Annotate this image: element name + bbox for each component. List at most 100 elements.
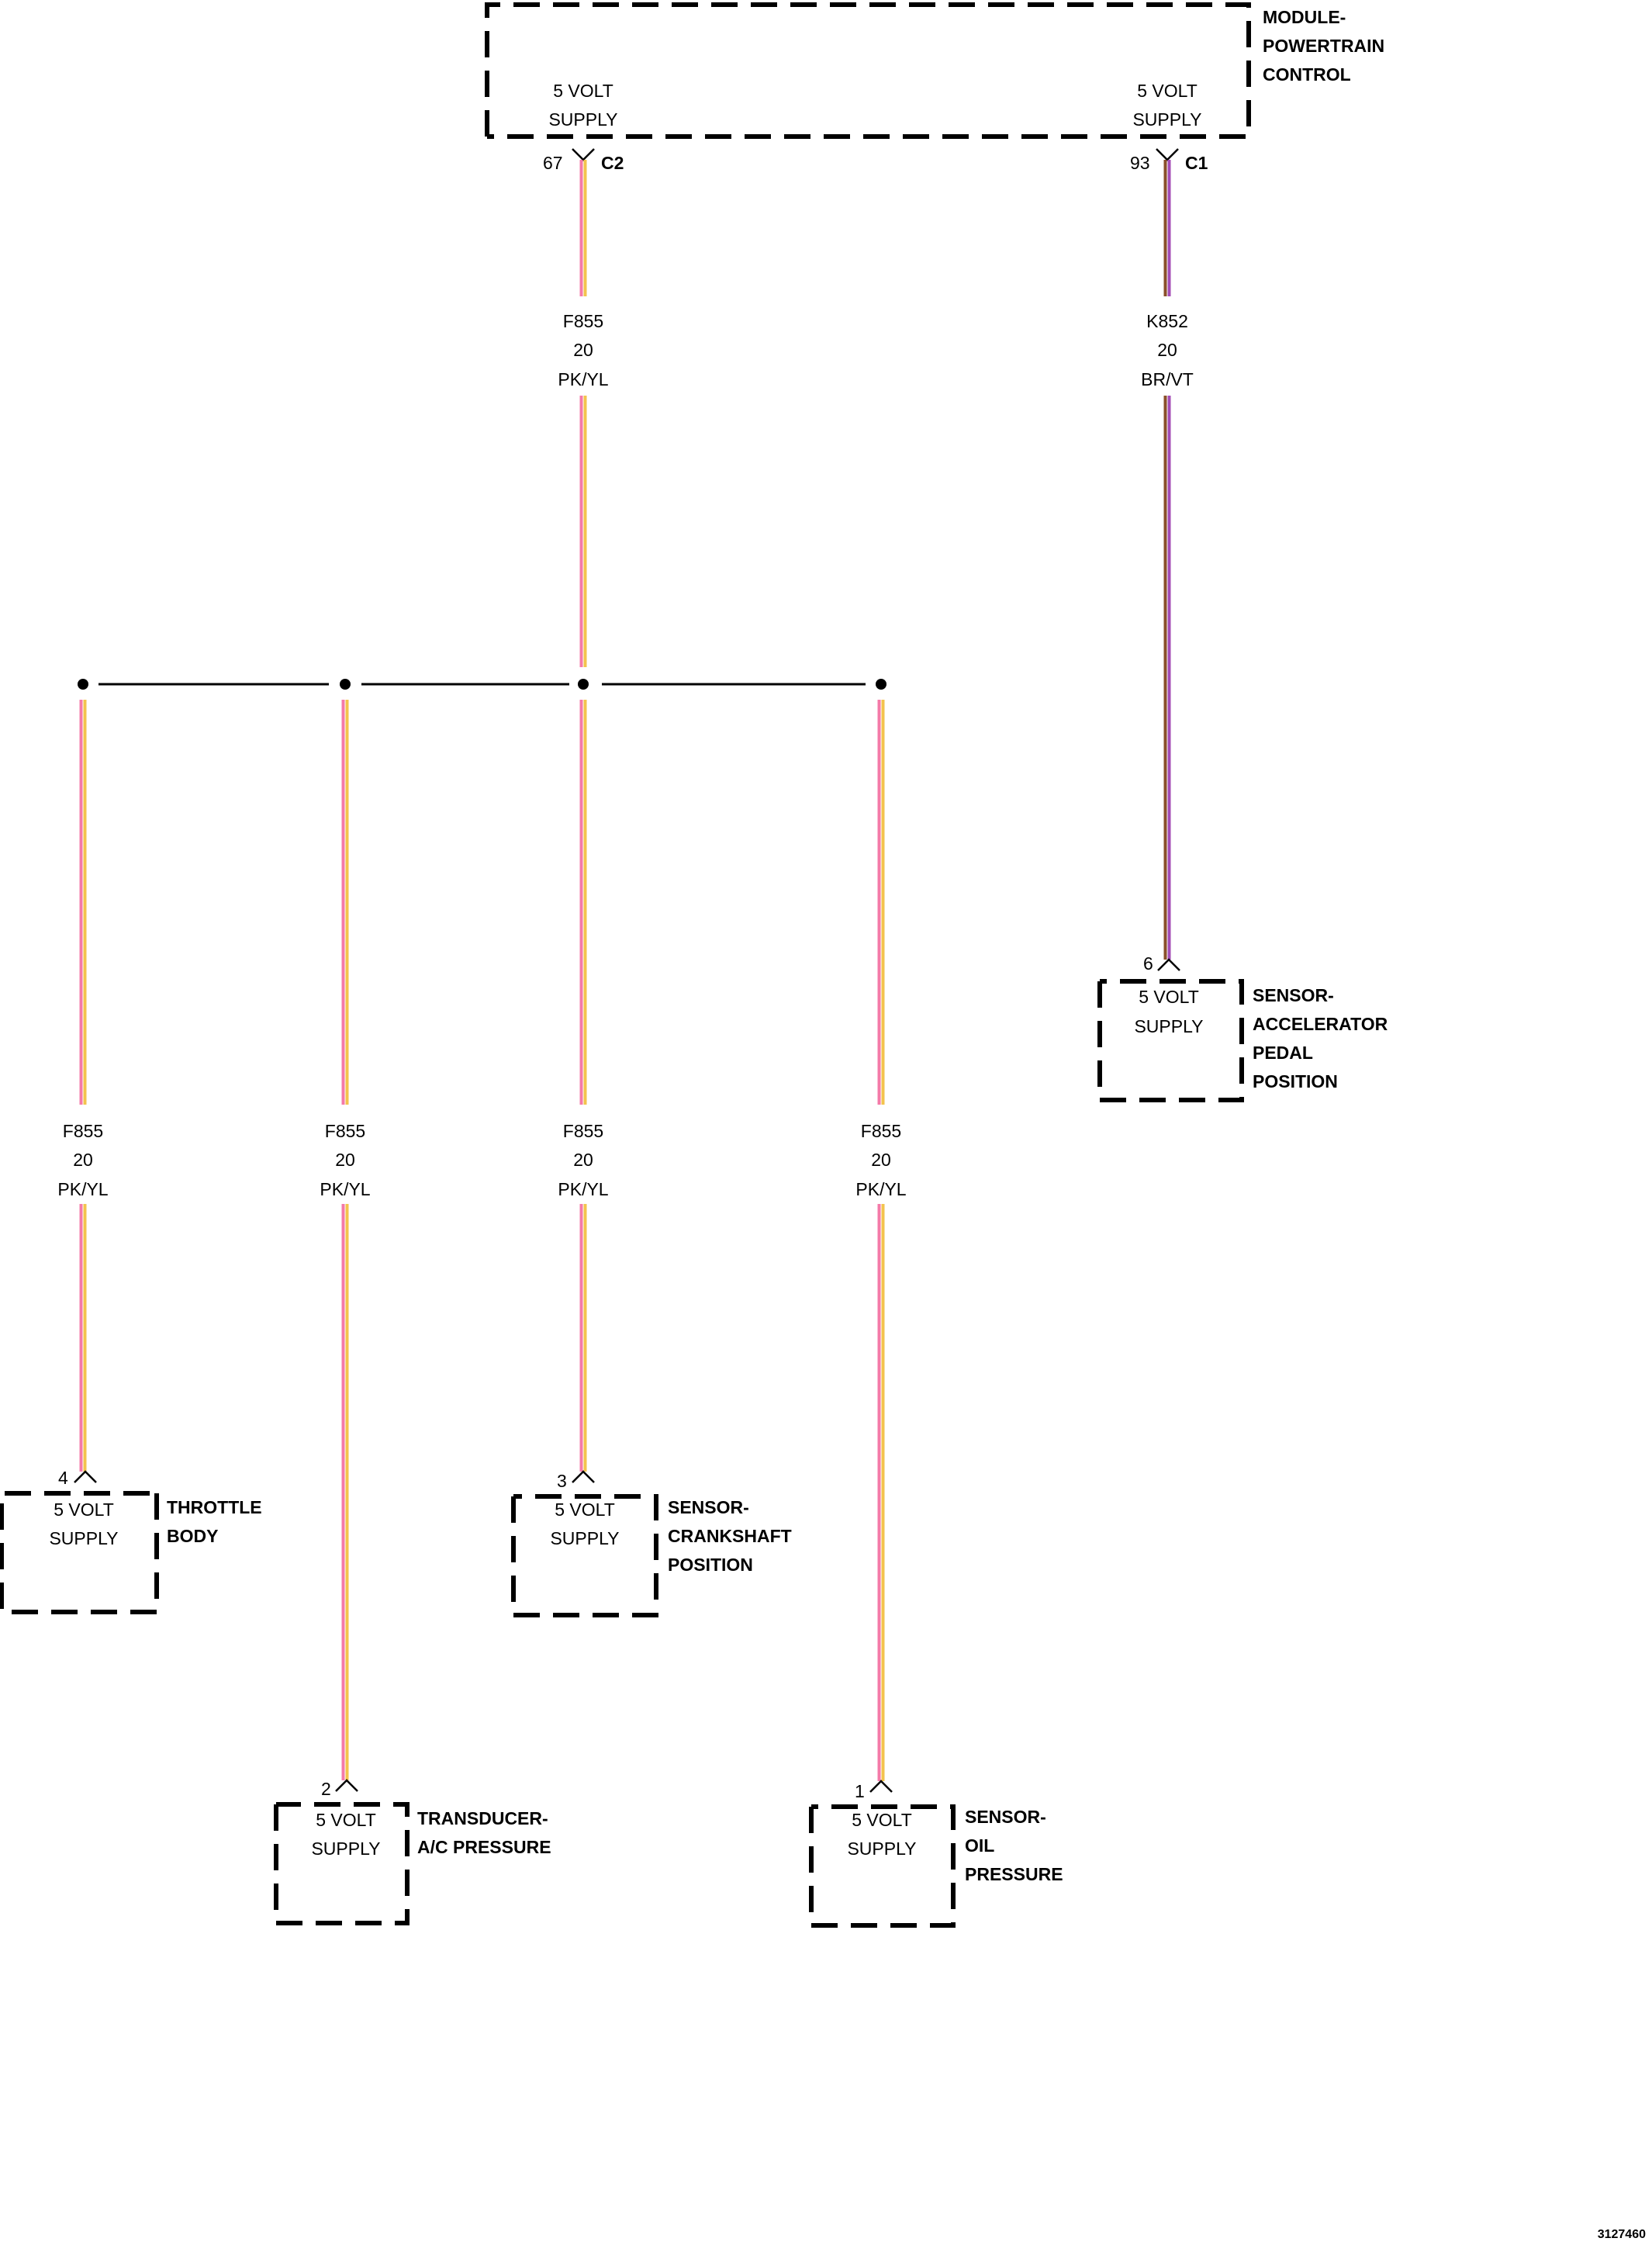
ac-transducer-pin: 2	[321, 1779, 331, 1799]
wire-branch3-circuit: F855	[563, 1121, 603, 1141]
module-dashed-border	[485, 2, 1251, 139]
wire-label-branch1: F855 20 PK/YL	[57, 1121, 108, 1199]
wire-branch3-color: PK/YL	[558, 1179, 608, 1199]
wire-label-branch4: F855 20 PK/YL	[855, 1121, 906, 1199]
wire-app-color: BR/VT	[1141, 369, 1194, 389]
crankshaft-name-2: CRANKSHAFT	[668, 1526, 792, 1546]
wires	[79, 160, 1171, 1781]
accel-pedal-name-3: PEDAL	[1253, 1043, 1313, 1063]
module-left-pin-label-2: SUPPLY	[548, 109, 617, 130]
oil-pressure-name-3: PRESSURE	[965, 1864, 1063, 1884]
crankshaft-label-2: SUPPLY	[550, 1528, 619, 1548]
wire-branch1-gauge: 20	[73, 1150, 93, 1170]
module-right-connector-id: C1	[1185, 153, 1208, 173]
accel-pedal-name-4: POSITION	[1253, 1071, 1338, 1091]
crankshaft-name-1: SENSOR-	[668, 1497, 749, 1517]
wire-label-branch2: F855 20 PK/YL	[320, 1121, 370, 1199]
module-name-line3: CONTROL	[1263, 64, 1351, 85]
throttle-body-connector-symbol	[74, 1470, 97, 1483]
accel-pedal-sensor: 6 5 VOLT SUPPLY SENSOR- ACCELERATOR PEDA…	[1097, 953, 1388, 1102]
wire-app-upper	[1163, 160, 1171, 296]
throttle-body-label-2: SUPPLY	[49, 1528, 118, 1548]
ac-transducer-dashed-border	[274, 1802, 410, 1925]
wire-branch3-lower	[579, 1204, 587, 1472]
wire-branch1-lower	[79, 1204, 87, 1472]
ac-transducer-label-2: SUPPLY	[311, 1839, 380, 1859]
crankshaft-name-3: POSITION	[668, 1555, 753, 1575]
wire-main-circuit: F855	[563, 311, 603, 331]
wire-branch4-gauge: 20	[871, 1150, 891, 1170]
wire-branch4-upper	[877, 700, 885, 1105]
accel-pedal-label-1: 5 VOLT	[1139, 987, 1199, 1007]
accel-pedal-pin: 6	[1143, 953, 1153, 974]
crankshaft-label-1: 5 VOLT	[555, 1500, 615, 1520]
wire-main-lower	[579, 396, 587, 667]
throttle-body-name-2: BODY	[167, 1526, 218, 1546]
oil-pressure-dashed-border	[809, 1804, 956, 1928]
wire-branch2-circuit: F855	[325, 1121, 365, 1141]
oil-pressure-name-2: OIL	[965, 1835, 994, 1856]
module-left-connector-symbol	[572, 148, 595, 161]
splice-dot-1	[78, 679, 88, 690]
ac-transducer-connector-symbol	[335, 1779, 358, 1792]
accel-pedal-connector-symbol	[1157, 958, 1180, 971]
wire-app-circuit: K852	[1146, 311, 1188, 331]
module-left-pin-number: 67	[543, 153, 563, 173]
wire-branch1-color: PK/YL	[57, 1179, 108, 1199]
module-right-connector-symbol	[1156, 148, 1179, 161]
wire-app-lower	[1163, 396, 1171, 960]
wire-branch2-gauge: 20	[335, 1150, 355, 1170]
wire-branch4-color: PK/YL	[855, 1179, 906, 1199]
throttle-body: 4 5 VOLT SUPPLY THROTTLE BODY	[0, 1468, 262, 1614]
powertrain-control-module: MODULE- POWERTRAIN CONTROL 5 VOLT SUPPLY…	[485, 2, 1384, 173]
wire-label-main: F855 20 PK/YL	[558, 311, 608, 389]
oil-pressure-connector-symbol	[869, 1780, 893, 1793]
wire-branch3-gauge: 20	[573, 1150, 593, 1170]
crankshaft-sensor: 3 5 VOLT SUPPLY SENSOR- CRANKSHAFT POSIT…	[511, 1470, 792, 1617]
module-name-line1: MODULE-	[1263, 7, 1346, 27]
splice-bus	[78, 679, 886, 690]
oil-pressure-sensor: 1 5 VOLT SUPPLY SENSOR- OIL PRESSURE	[809, 1780, 1063, 1928]
crankshaft-dashed-border	[511, 1494, 658, 1617]
accel-pedal-label-2: SUPPLY	[1134, 1016, 1203, 1036]
module-right-pin-number: 93	[1130, 153, 1150, 173]
module-right-pin-label-2: SUPPLY	[1132, 109, 1201, 130]
module-name-line2: POWERTRAIN	[1263, 36, 1384, 56]
module-right-pin-label-1: 5 VOLT	[1137, 81, 1198, 101]
wire-main-gauge: 20	[573, 340, 593, 360]
throttle-body-label-1: 5 VOLT	[54, 1500, 114, 1520]
wire-main-color: PK/YL	[558, 369, 608, 389]
wire-app-gauge: 20	[1157, 340, 1177, 360]
wire-branch4-circuit: F855	[861, 1121, 901, 1141]
splice-dot-4	[876, 679, 886, 690]
wire-branch1-upper	[79, 700, 87, 1105]
accel-pedal-name-1: SENSOR-	[1253, 985, 1334, 1005]
throttle-body-name-1: THROTTLE	[167, 1497, 262, 1517]
throttle-body-pin: 4	[58, 1468, 68, 1488]
accel-pedal-dashed-border	[1097, 979, 1244, 1102]
wire-branch1-circuit: F855	[63, 1121, 103, 1141]
wire-branch4-lower	[877, 1204, 885, 1781]
figure-id: 3127460	[1598, 2228, 1646, 2241]
oil-pressure-pin: 1	[855, 1781, 865, 1801]
accel-pedal-name-2: ACCELERATOR	[1253, 1014, 1388, 1034]
ac-pressure-transducer: 2 5 VOLT SUPPLY TRANSDUCER- A/C PRESSURE	[274, 1779, 551, 1925]
ac-transducer-name-2: A/C PRESSURE	[417, 1837, 551, 1857]
wire-branch2-lower	[341, 1204, 349, 1780]
splice-dot-2	[340, 679, 351, 690]
crankshaft-connector-symbol	[572, 1470, 595, 1483]
oil-pressure-label-1: 5 VOLT	[852, 1810, 912, 1830]
oil-pressure-label-2: SUPPLY	[847, 1839, 916, 1859]
oil-pressure-name-1: SENSOR-	[965, 1807, 1046, 1827]
wire-branch2-color: PK/YL	[320, 1179, 370, 1199]
wire-branch2-upper	[341, 700, 349, 1105]
ac-transducer-label-1: 5 VOLT	[316, 1810, 376, 1830]
throttle-body-dashed-border	[0, 1491, 159, 1614]
module-left-connector-id: C2	[601, 153, 624, 173]
wire-label-app: K852 20 BR/VT	[1141, 311, 1194, 389]
wire-label-branch3: F855 20 PK/YL	[558, 1121, 608, 1199]
crankshaft-pin: 3	[557, 1471, 567, 1491]
ac-transducer-name-1: TRANSDUCER-	[417, 1808, 548, 1828]
splice-dot-3	[578, 679, 589, 690]
